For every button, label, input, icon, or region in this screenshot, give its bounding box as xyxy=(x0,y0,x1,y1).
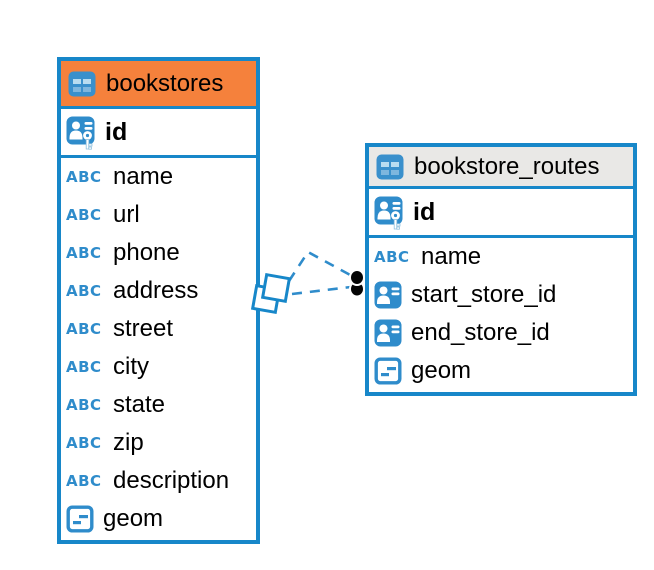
column-name: name xyxy=(421,243,482,270)
relationship-line-1 xyxy=(287,250,353,282)
text-type-icon: ABC xyxy=(66,358,102,376)
column-name: zip xyxy=(113,429,144,456)
text-type-icon: ABC xyxy=(66,434,102,452)
column-row-url[interactable]: ABC url xyxy=(61,196,256,234)
text-type-icon: ABC xyxy=(66,282,102,300)
table-icon xyxy=(376,154,404,180)
column-name: geom xyxy=(411,357,472,384)
column-name: phone xyxy=(113,239,180,266)
relationship-lines[interactable] xyxy=(287,250,353,296)
column-name: address xyxy=(113,277,199,304)
text-type-icon: ABC xyxy=(66,168,102,186)
text-type-icon: ABC xyxy=(66,244,102,262)
column-row-phone[interactable]: ABC phone xyxy=(61,234,256,272)
foreign-key-icon xyxy=(374,281,402,309)
text-type-icon: ABC xyxy=(66,396,102,414)
foreign-key-icon xyxy=(374,319,402,347)
column-row-street[interactable]: ABC street xyxy=(61,310,256,348)
table-icon xyxy=(68,71,96,97)
column-row-start_store_id[interactable]: start_store_id xyxy=(369,276,633,314)
column-name: end_store_id xyxy=(411,319,550,346)
column-row-address[interactable]: ABC address xyxy=(61,272,256,310)
column-name: street xyxy=(113,315,174,342)
table-header-bookstore-routes[interactable]: bookstore_routes xyxy=(369,147,633,189)
column-row-id[interactable]: id xyxy=(61,110,256,158)
text-type-icon: ABC xyxy=(66,206,102,224)
primary-key-icon xyxy=(66,116,96,150)
relationship-target-marker[interactable] xyxy=(349,269,365,298)
column-name: id xyxy=(413,198,436,226)
column-name: start_store_id xyxy=(411,281,557,308)
column-name: id xyxy=(105,118,128,146)
column-row-end_store_id[interactable]: end_store_id xyxy=(369,314,633,352)
text-type-icon: ABC xyxy=(66,472,102,490)
table-title: bookstore_routes xyxy=(414,152,600,180)
column-row-description[interactable]: ABC description xyxy=(61,462,256,500)
column-row-state[interactable]: ABC state xyxy=(61,386,256,424)
relationship-line-2 xyxy=(291,285,352,296)
table-header-bookstores[interactable]: bookstores xyxy=(61,61,256,109)
column-row-name[interactable]: ABC name xyxy=(61,158,256,196)
text-type-icon: ABC xyxy=(374,248,410,266)
column-name: state xyxy=(113,391,166,418)
column-name: name xyxy=(113,163,174,190)
column-name: url xyxy=(113,201,140,228)
column-name: description xyxy=(113,467,230,494)
column-name: geom xyxy=(103,505,164,532)
primary-key-icon xyxy=(374,196,404,230)
text-type-icon: ABC xyxy=(66,320,102,338)
column-row-zip[interactable]: ABC zip xyxy=(61,424,256,462)
column-row-name[interactable]: ABC name xyxy=(369,238,633,276)
column-row-id[interactable]: id xyxy=(369,190,633,238)
column-row-geom[interactable]: geom xyxy=(61,500,256,538)
column-row-city[interactable]: ABC city xyxy=(61,348,256,386)
table-title: bookstores xyxy=(106,69,224,97)
column-name: city xyxy=(113,353,149,380)
geometry-icon xyxy=(374,357,402,385)
geometry-icon xyxy=(66,505,94,533)
column-row-geom[interactable]: geom xyxy=(369,352,633,390)
